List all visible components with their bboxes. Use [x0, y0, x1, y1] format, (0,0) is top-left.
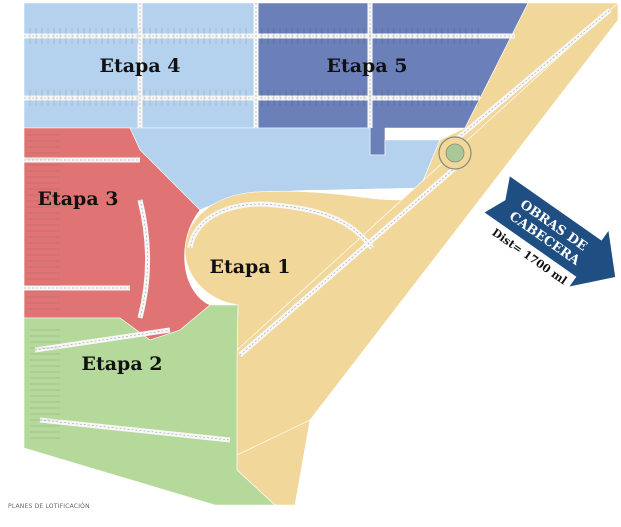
road-centerline-9	[34, 329, 171, 351]
stage-label-4: Etapa 4	[99, 55, 180, 77]
roundabout	[438, 136, 472, 170]
headworks-arrow: OBRAS DE CABECERA Dist= 1700 ml	[484, 176, 616, 287]
stage-label-2: Etapa 2	[81, 353, 162, 375]
stage-2-area[interactable]	[23, 304, 276, 506]
road-centerline-12	[239, 167, 456, 356]
stage-label-5: Etapa 5	[326, 55, 407, 77]
road-centerline-13	[189, 203, 373, 249]
arrow-shape	[484, 176, 616, 287]
plan-footer-caption: PLANES DE LOTIFICACIÓN	[8, 503, 90, 510]
stage-1-lower[interactable]	[234, 2, 619, 456]
stage-label-1: Etapa 1	[209, 256, 290, 278]
road-network	[24, 3, 612, 443]
road-centerline-11	[457, 9, 611, 139]
road-10	[39, 417, 231, 443]
lot-grid	[26, 28, 479, 439]
stage-label-3: Etapa 3	[37, 188, 118, 210]
road-centerline-14	[139, 199, 148, 319]
